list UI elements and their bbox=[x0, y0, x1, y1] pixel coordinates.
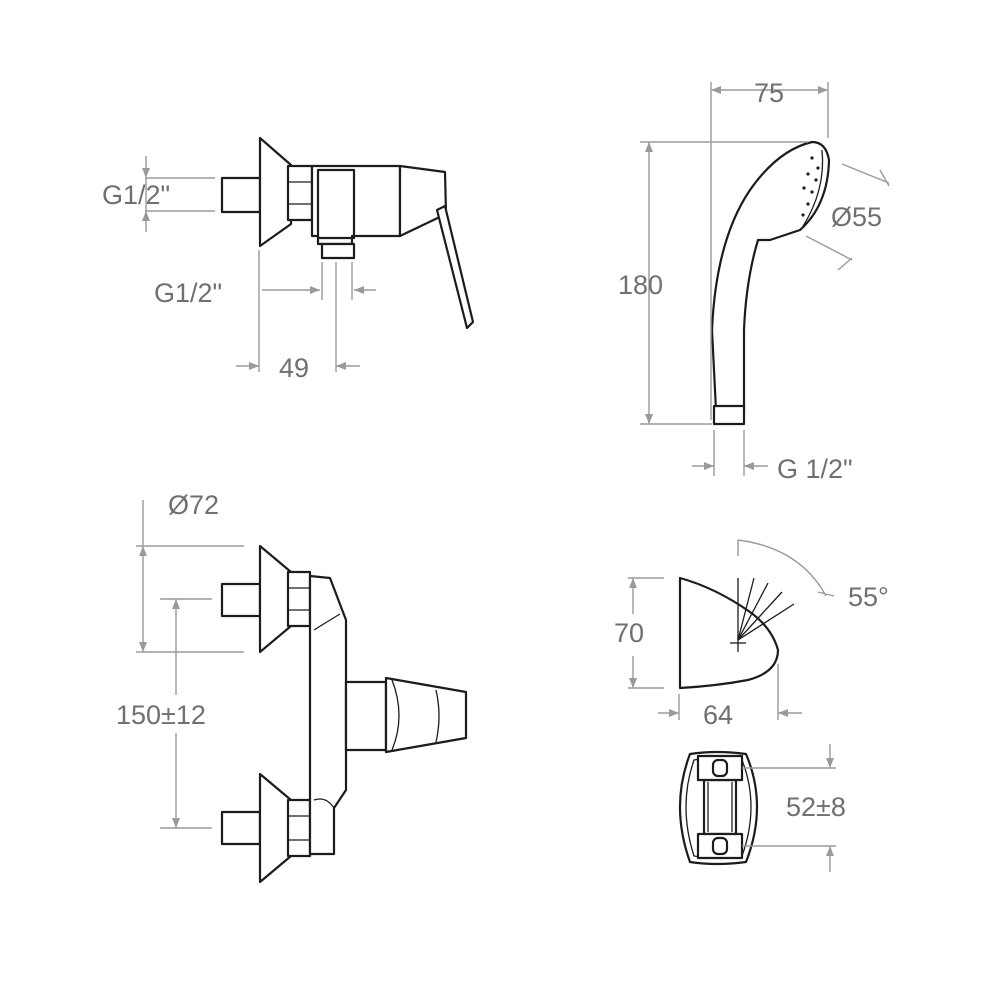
label-shower-thread: G 1/2" bbox=[777, 454, 853, 484]
dimension-arrows bbox=[139, 86, 834, 856]
label-bottom-thread: G1/2" bbox=[154, 278, 222, 308]
label-holder-height-70: 70 bbox=[614, 618, 644, 648]
label-head-diameter: Ø55 bbox=[831, 202, 882, 232]
holder-side-view: 55° 70 64 bbox=[614, 539, 889, 730]
label-flange-diameter: Ø72 bbox=[168, 490, 219, 520]
label-holder-depth-64: 64 bbox=[703, 700, 733, 730]
mixer-side-view: G1/2" G1/2" 49 bbox=[102, 136, 475, 383]
label-length-180: 180 bbox=[618, 270, 663, 300]
holder-front-view: 52±8 bbox=[678, 744, 846, 872]
label-centers-150: 150±12 bbox=[116, 700, 206, 730]
hand-shower-view: 75 180 Ø55 G 1/2" bbox=[618, 78, 890, 484]
label-width-75: 75 bbox=[754, 78, 784, 108]
label-side-thread: G1/2" bbox=[102, 180, 170, 210]
label-depth-49: 49 bbox=[279, 353, 309, 383]
mixer-front-view: Ø72 150±12 bbox=[116, 490, 468, 884]
label-angle-55: 55° bbox=[848, 582, 889, 612]
label-fixing-52: 52±8 bbox=[786, 792, 846, 822]
